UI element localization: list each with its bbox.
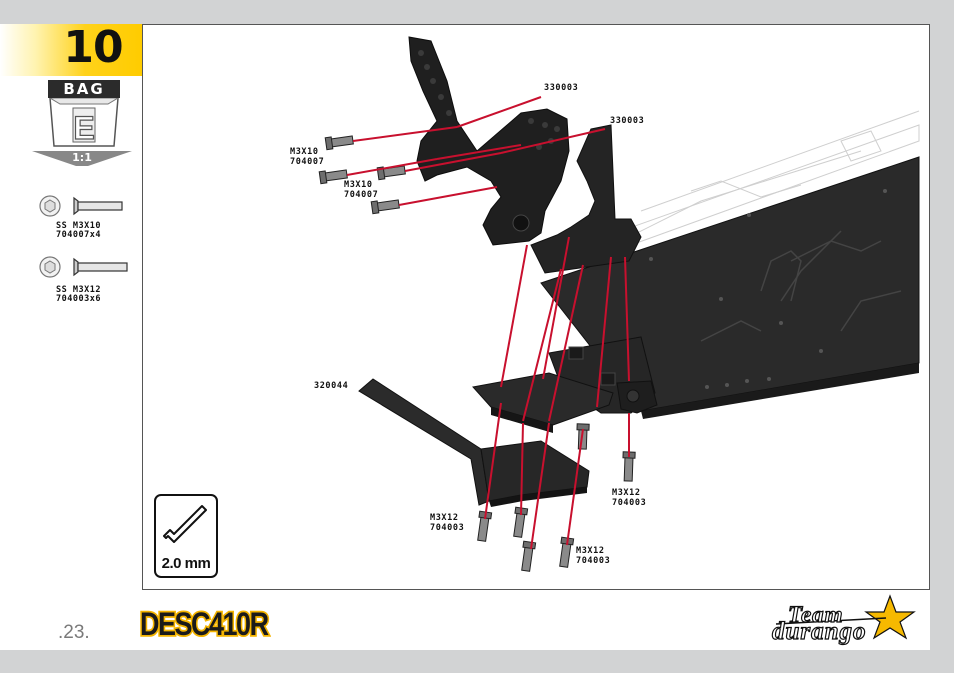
model-logo: DESC410R (139, 604, 271, 644)
screw-m3x10-icon (39, 195, 123, 217)
screws-m3x10 (318, 135, 406, 215)
bumper (358, 378, 490, 506)
callout-screw-m3x10-b: M3X10 704007 (344, 180, 379, 200)
bag-label: BAG (48, 80, 120, 98)
scale-label: 1:1 (72, 151, 92, 164)
assembly-illustration (318, 36, 920, 572)
part-name: SS M3X12 (56, 285, 101, 295)
tool-indicator: 2.0 mm (154, 494, 218, 578)
step-number: 10 (63, 22, 123, 73)
callout-shock-tower-front: 330003 (544, 83, 579, 93)
callout-shock-tower-rear: 330003 (610, 116, 645, 126)
part-name: SS M3X10 (56, 221, 101, 231)
assembly-guide-lines (346, 96, 630, 550)
page-number: .23. (58, 622, 90, 643)
shock-tower-rear (530, 124, 642, 274)
callout-bumper: 320044 (314, 381, 349, 391)
brand-logo-star (775, 594, 916, 640)
bag-letter: E (73, 110, 94, 146)
hex-key-icon (163, 505, 207, 543)
brand-logo-line2: durango (771, 617, 867, 645)
scale-banner (32, 151, 132, 166)
part-code: 704007x4 (56, 230, 101, 240)
part-label-m3x10: SS M3X10 704007x4 (56, 222, 136, 240)
callout-screw-m3x12-bottom: M3X12 704003 (576, 546, 611, 566)
part-code: 704003x6 (56, 294, 101, 304)
callout-screw-m3x10-a: M3X10 704007 (290, 147, 325, 167)
shock-tower-front (408, 36, 570, 246)
assembly-diagram (142, 24, 930, 590)
screw-m3x12-icon (39, 256, 128, 278)
tool-size-label: 2.0 mm (161, 555, 211, 572)
footer-bar (0, 590, 930, 650)
part-label-m3x12: SS M3X12 704003x6 (56, 286, 136, 304)
callout-screw-m3x12-right: M3X12 704003 (612, 488, 647, 508)
bag-icon: E (49, 98, 119, 147)
brand-logo-line1: Team (787, 601, 844, 627)
step-badge (0, 24, 142, 76)
callout-screw-m3x12-left: M3X12 704003 (430, 513, 465, 533)
